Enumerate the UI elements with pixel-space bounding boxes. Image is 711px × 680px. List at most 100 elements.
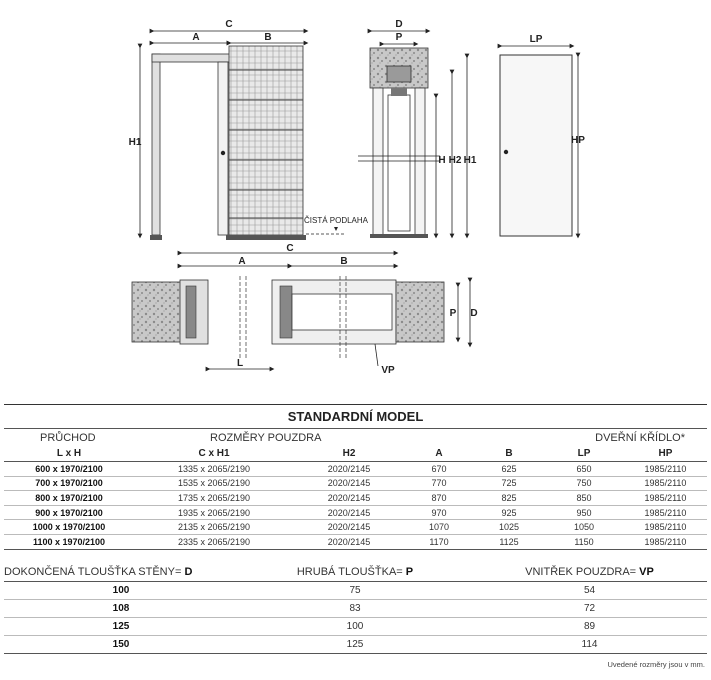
cell: 970: [404, 505, 474, 521]
col-h2: H2: [294, 446, 404, 462]
cell: 1985/2110: [624, 461, 707, 477]
cell: 1535 x 2065/2190: [134, 476, 294, 492]
cell: 54: [472, 581, 707, 600]
dim-hp-label: HP: [571, 135, 585, 146]
cell: 83: [238, 599, 472, 618]
cell: 72: [472, 599, 707, 618]
cell: 700 x 1970/2100: [4, 476, 134, 492]
cell: 1170: [404, 534, 474, 550]
cell: 1735 x 2065/2190: [134, 490, 294, 506]
cell: 1935 x 2065/2190: [134, 505, 294, 521]
cell: 725: [474, 476, 544, 492]
dim-h1-label: H1: [129, 137, 142, 148]
group-opening: PRŮCHOD: [40, 432, 96, 444]
cell: 2020/2145: [294, 519, 404, 535]
col-lp: LP: [544, 446, 624, 462]
cell: 1100 x 1970/2100: [4, 534, 134, 550]
group-leaf: DVEŘNÍ KŘÍDLO*: [595, 432, 685, 444]
cell: 770: [404, 476, 474, 492]
cell: 125: [238, 635, 472, 654]
col-b: B: [474, 446, 544, 462]
table-row: 1000 x 1970/2100 2135 x 2065/2190 2020/2…: [4, 519, 707, 535]
dim-h1-side-label: H1: [464, 155, 477, 166]
cell: 1985/2110: [624, 534, 707, 550]
table-row: 700 x 1970/2100 1535 x 2065/2190 2020/21…: [4, 476, 707, 492]
cell: 2020/2145: [294, 476, 404, 492]
dim-l-label: L: [237, 358, 243, 369]
cell: 1125: [474, 534, 544, 550]
cell: 1150: [544, 534, 624, 550]
group-case: ROZMĚRY POUZDRA: [210, 432, 322, 444]
cell: 125: [4, 617, 238, 636]
dim-c-label: C: [225, 19, 232, 30]
cell: 670: [404, 461, 474, 477]
cell: 114: [472, 635, 707, 654]
dim-c-plan-label: C: [286, 243, 293, 254]
table-row: 1100 x 1970/2100 2335 x 2065/2190 2020/2…: [4, 534, 707, 550]
cell: 100: [4, 581, 238, 600]
table-row: 100 75 54: [4, 581, 707, 600]
cell: 108: [4, 599, 238, 618]
front-view: C A B H1 ČISTÁ PODLAHA: [129, 19, 369, 240]
cell: 925: [474, 505, 544, 521]
cell: 100: [238, 617, 472, 636]
cell: 1985/2110: [624, 476, 707, 492]
dim-vp-label: VP: [381, 365, 395, 376]
col-rough-thickness: HRUBÁ TLOUŠŤKA= P: [296, 565, 414, 578]
dim-a-plan-label: A: [238, 256, 245, 267]
technical-drawings: C A B H1 ČISTÁ PODLAHA D P: [129, 19, 586, 376]
cell: 2020/2145: [294, 534, 404, 550]
col-a: A: [404, 446, 474, 462]
col-lxh: L x H: [4, 446, 134, 462]
thickness-header: DOKONČENÁ TLOUŠŤKA STĚNY= D HRUBÁ TLOUŠŤ…: [4, 550, 707, 582]
table-row: 108 83 72: [4, 599, 707, 618]
cell: 2135 x 2065/2190: [134, 519, 294, 535]
cell: 89: [472, 617, 707, 636]
cell: 1985/2110: [624, 490, 707, 506]
side-section: D P H H2 H1: [358, 19, 477, 239]
dim-b-label: B: [264, 32, 271, 43]
dim-h-label: H: [438, 155, 445, 166]
dim-p-plan-label: P: [450, 308, 457, 319]
cell: 1335 x 2065/2190: [134, 461, 294, 477]
cell: 1050: [544, 519, 624, 535]
dim-d-label: D: [395, 19, 402, 30]
col-hp: HP: [624, 446, 707, 462]
cell: 1000 x 1970/2100: [4, 519, 134, 535]
units-note: Uvedené rozměry jsou v mm.: [607, 660, 705, 669]
cell: 2020/2145: [294, 505, 404, 521]
dim-b-plan-label: B: [340, 256, 347, 267]
plan-section: C A B P D L VP: [131, 243, 478, 376]
cell: 2020/2145: [294, 490, 404, 506]
cell: 850: [544, 490, 624, 506]
cell: 2335 x 2065/2190: [134, 534, 294, 550]
cell: 950: [544, 505, 624, 521]
cell: 2020/2145: [294, 461, 404, 477]
thickness-table: 100 75 54 108 83 72 125 100 89 150 125 1…: [4, 581, 707, 654]
cell: 600 x 1970/2100: [4, 461, 134, 477]
cell: 870: [404, 490, 474, 506]
cell: 1070: [404, 519, 474, 535]
cell: 800 x 1970/2100: [4, 490, 134, 506]
cell: 1985/2110: [624, 519, 707, 535]
cell: 825: [474, 490, 544, 506]
standard-group-header: PRŮCHOD ROZMĚRY POUZDRA DVEŘNÍ KŘÍDLO*: [4, 428, 707, 446]
table-row: 900 x 1970/2100 1935 x 2065/2190 2020/21…: [4, 505, 707, 521]
col-inner-case: VNITŘEK POUZDRA= VP: [525, 565, 654, 578]
cell: 625: [474, 461, 544, 477]
cell: 150: [4, 635, 238, 654]
cell: 1025: [474, 519, 544, 535]
dim-h2-label: H2: [449, 155, 462, 166]
col-wall-thickness: DOKONČENÁ TLOUŠŤKA STĚNY= D: [4, 565, 193, 578]
floor-label: ČISTÁ PODLAHA: [304, 216, 369, 225]
dim-lp-label: LP: [530, 34, 543, 45]
cell: 1985/2110: [624, 505, 707, 521]
door-leaf-view: LP HP: [497, 34, 585, 239]
standard-table: L x H C x H1 H2 A B LP HP 600 x 1970/210…: [4, 446, 707, 550]
table-row: 600 x 1970/2100 1335 x 2065/2190 2020/21…: [4, 461, 707, 477]
dim-d-plan-label: D: [470, 308, 477, 319]
spec-tables: STANDARDNÍ MODEL PRŮCHOD ROZMĚRY POUZDRA…: [4, 404, 707, 654]
table-row: 125 100 89: [4, 617, 707, 636]
dim-a-label: A: [192, 32, 199, 43]
standard-model-title: STANDARDNÍ MODEL: [4, 404, 707, 428]
